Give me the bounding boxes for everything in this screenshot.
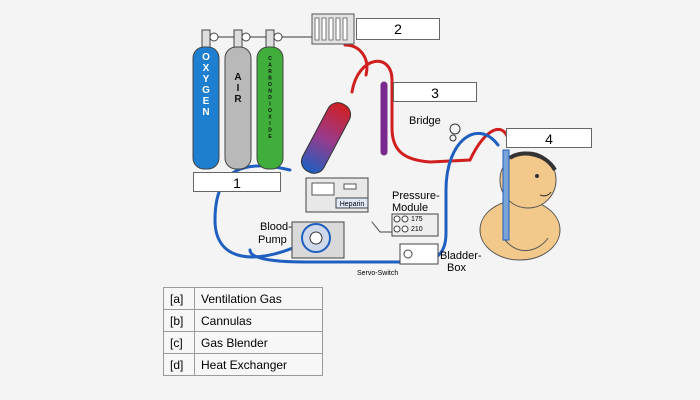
cylinder-valve bbox=[265, 29, 275, 49]
answer-box-1[interactable]: 1 bbox=[193, 172, 281, 192]
cylinder-valve bbox=[233, 29, 243, 49]
circuit-tubing bbox=[203, 36, 512, 264]
pressure-module-label-2: Module bbox=[392, 202, 428, 214]
gas-blender bbox=[311, 13, 355, 45]
cylinder-valve bbox=[201, 29, 211, 49]
cylinder-body bbox=[224, 46, 252, 170]
bridge-label: Bridge bbox=[409, 115, 441, 127]
option-row[interactable]: [b] Cannulas bbox=[163, 309, 323, 332]
blood-pump: Blood- Pump bbox=[258, 221, 345, 259]
heparin-label: Heparin bbox=[340, 201, 365, 208]
pressure-module: Pressure- Module 175 210 bbox=[391, 190, 440, 237]
option-row[interactable]: [d] Heat Exchanger bbox=[163, 353, 323, 376]
answer-box-2[interactable]: 2 bbox=[356, 18, 440, 40]
cannula bbox=[502, 149, 510, 241]
oxygenator bbox=[300, 102, 352, 174]
answer-box-2-number: 2 bbox=[394, 21, 402, 37]
bladder-box-label-2: Box bbox=[447, 262, 466, 274]
answer-box-3-number: 3 bbox=[431, 85, 439, 101]
bridge-clamp-icon bbox=[449, 123, 461, 135]
blood-pump-label-1: Blood- bbox=[260, 221, 292, 233]
pressure-module-label-1: Pressure- bbox=[392, 190, 440, 202]
answer-box-4-number: 4 bbox=[545, 131, 553, 147]
venous-tube-pump bbox=[213, 164, 302, 259]
heparin-console: Heparin bbox=[305, 177, 369, 213]
option-key: [b] bbox=[163, 309, 195, 332]
pressure-reading-2: 210 bbox=[411, 226, 423, 233]
option-value[interactable]: Gas Blender bbox=[194, 331, 323, 354]
option-key: [d] bbox=[163, 353, 195, 376]
bridge: Bridge bbox=[409, 115, 461, 142]
bladder-box: Bladder- Box Servo-Switch bbox=[357, 243, 482, 277]
answer-box-3[interactable]: 3 bbox=[393, 82, 477, 102]
cylinder-body bbox=[192, 46, 220, 170]
option-row[interactable]: [c] Gas Blender bbox=[163, 331, 323, 354]
pressure-gauge-icon bbox=[209, 32, 219, 42]
cylinder-body bbox=[256, 46, 284, 170]
option-key: [c] bbox=[163, 331, 195, 354]
arterial-tube-main bbox=[350, 59, 512, 164]
pressure-gauge-icon bbox=[273, 32, 283, 42]
option-value[interactable]: Heat Exchanger bbox=[194, 353, 323, 376]
servo-switch-label: Servo-Switch bbox=[357, 270, 398, 277]
blood-pump-label-2: Pump bbox=[258, 234, 287, 246]
bladder-box-label-1: Bladder- bbox=[440, 250, 482, 262]
answer-box-1-number: 1 bbox=[233, 175, 241, 191]
options-table: [a] Ventilation Gas [b] Cannulas [c] Gas… bbox=[163, 287, 323, 376]
arterial-tube-blender bbox=[343, 43, 369, 77]
option-key: [a] bbox=[163, 287, 195, 310]
option-value[interactable]: Cannulas bbox=[194, 309, 323, 332]
pressure-reading-1: 175 bbox=[411, 216, 423, 223]
pressure-gauge-icon bbox=[241, 32, 251, 42]
venous-tube-main bbox=[248, 132, 500, 264]
option-row[interactable]: [a] Ventilation Gas bbox=[163, 287, 323, 310]
infant-patient bbox=[479, 149, 561, 261]
option-value[interactable]: Ventilation Gas bbox=[194, 287, 323, 310]
answer-box-4[interactable]: 4 bbox=[506, 128, 592, 148]
